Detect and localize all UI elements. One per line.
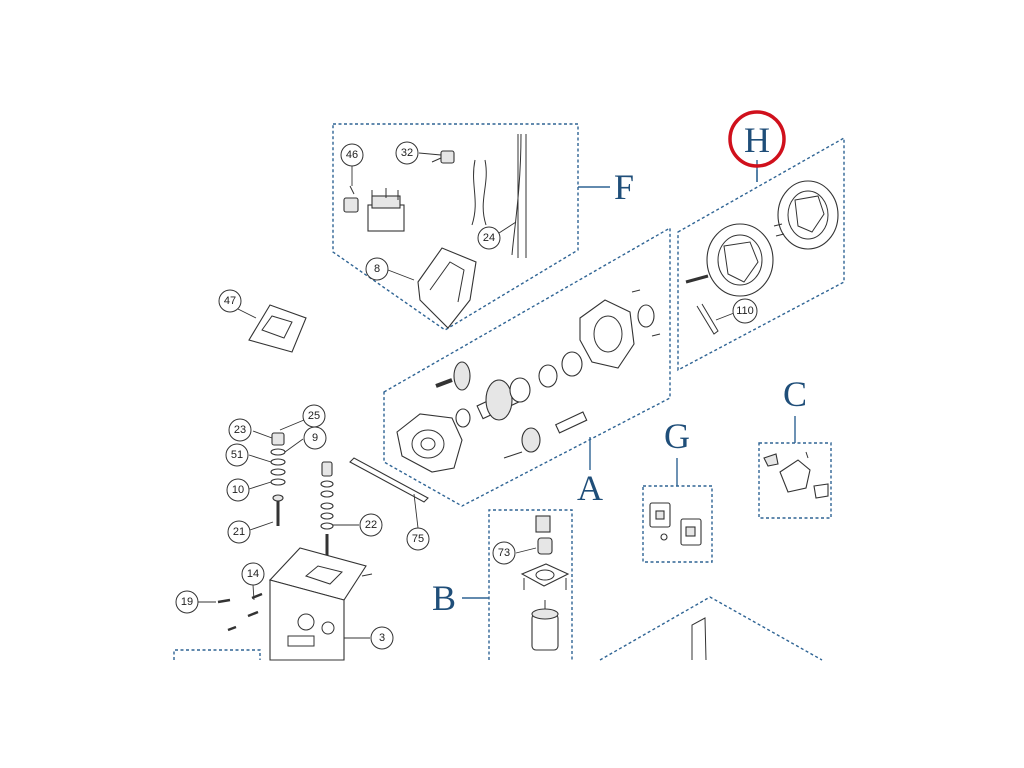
fastener-stack-left[interactable]: 25 23 9 51 10 21: [225, 404, 327, 544]
group-b-frame: [488, 509, 573, 660]
part-small-block: [343, 197, 359, 213]
callout-32[interactable]: 32: [395, 141, 419, 165]
part-pinion-gear: [453, 361, 471, 391]
callout-110[interactable]: 110: [732, 298, 758, 324]
callout-14[interactable]: 14: [241, 562, 265, 586]
svg-text:23: 23: [234, 424, 246, 436]
callout-8[interactable]: 8: [365, 257, 389, 281]
fastener-screws[interactable]: 14 19: [175, 562, 265, 632]
part-electronics-cover: [417, 247, 477, 329]
part-wiring-harness: [517, 134, 527, 258]
svg-text:25: 25: [308, 410, 320, 422]
svg-text:14: 14: [247, 568, 259, 580]
svg-text:21: 21: [233, 526, 245, 538]
svg-text:73: 73: [498, 547, 510, 559]
group-h-frame: [677, 136, 845, 372]
part-connector: [440, 150, 455, 164]
part-short-wire: [471, 159, 476, 226]
part-front-housing: [706, 223, 774, 297]
part-lever: [763, 453, 779, 467]
group-f-label: F: [614, 167, 634, 207]
callout-22[interactable]: 22: [359, 513, 383, 537]
group-a[interactable]: A: [383, 226, 671, 508]
svg-text:46: 46: [346, 149, 358, 161]
part-motor-flange: [520, 563, 570, 587]
callout-23[interactable]: 23: [228, 418, 252, 442]
svg-text:47: 47: [224, 295, 236, 307]
callout-47[interactable]: 47: [218, 289, 242, 313]
callout-73[interactable]: 73: [492, 541, 516, 565]
callout-21[interactable]: 21: [227, 520, 251, 544]
part-base-plate[interactable]: 3: [268, 547, 394, 661]
callout-24[interactable]: 24: [477, 226, 501, 250]
part-gearbox-left-half: [396, 413, 463, 473]
group-a-label: A: [577, 468, 603, 508]
part-rear-housing: [777, 180, 839, 250]
svg-text:10: 10: [232, 484, 244, 496]
part-key: [696, 303, 719, 335]
fastener-stack-right[interactable]: 22: [320, 461, 383, 556]
group-f-frame: [332, 123, 579, 331]
group-g[interactable]: G: [642, 416, 713, 563]
part-pin: [685, 274, 709, 284]
group-f[interactable]: F 46 32 24 8: [332, 123, 634, 331]
svg-text:22: 22: [365, 519, 377, 531]
callout-51[interactable]: 51: [225, 443, 249, 467]
group-h-highlight-circle: [728, 110, 786, 168]
bottom-right-part-partial: [691, 617, 707, 661]
group-h-label: H: [744, 120, 770, 160]
group-c[interactable]: C: [758, 374, 832, 519]
svg-text:75: 75: [412, 533, 424, 545]
part-o-ring: [561, 351, 583, 377]
part-transformer: [367, 204, 405, 232]
callout-3[interactable]: 3: [370, 626, 394, 650]
svg-text:8: 8: [374, 263, 380, 275]
callout-9[interactable]: 9: [303, 426, 327, 450]
group-h[interactable]: H 110: [677, 110, 845, 372]
part-rack-bar[interactable]: 75: [349, 457, 430, 551]
group-c-label: C: [783, 374, 807, 414]
callout-46[interactable]: 46: [340, 143, 364, 167]
callout-75[interactable]: 75: [406, 527, 430, 551]
group-b-label: B: [432, 578, 456, 618]
part-nut: [271, 432, 285, 446]
svg-text:24: 24: [483, 232, 495, 244]
group-b[interactable]: B 73: [432, 509, 573, 660]
part-secondary-gear: [521, 427, 541, 453]
svg-text:9: 9: [312, 432, 318, 444]
callout-25[interactable]: 25: [302, 404, 326, 428]
svg-text:3: 3: [379, 632, 385, 644]
svg-text:51: 51: [231, 449, 243, 461]
svg-text:19: 19: [181, 596, 193, 608]
part-release-module: [779, 459, 811, 493]
callout-19[interactable]: 19: [175, 590, 199, 614]
part-worm-shaft: [554, 411, 588, 434]
part-gearbox-right-half: [579, 299, 635, 369]
svg-text:110: 110: [736, 305, 754, 317]
group-g-label: G: [664, 416, 690, 456]
svg-text:32: 32: [401, 147, 413, 159]
callout-10[interactable]: 10: [226, 478, 250, 502]
part-main-gear: [485, 379, 513, 421]
part-coupling: [537, 537, 553, 555]
bottom-left-frame-partial: [173, 649, 261, 660]
group-a-frame: [383, 226, 671, 507]
bottom-right-frame-partial: [599, 596, 823, 661]
part-control-board[interactable]: 47: [218, 289, 307, 353]
part-bolt-set: [535, 515, 551, 533]
